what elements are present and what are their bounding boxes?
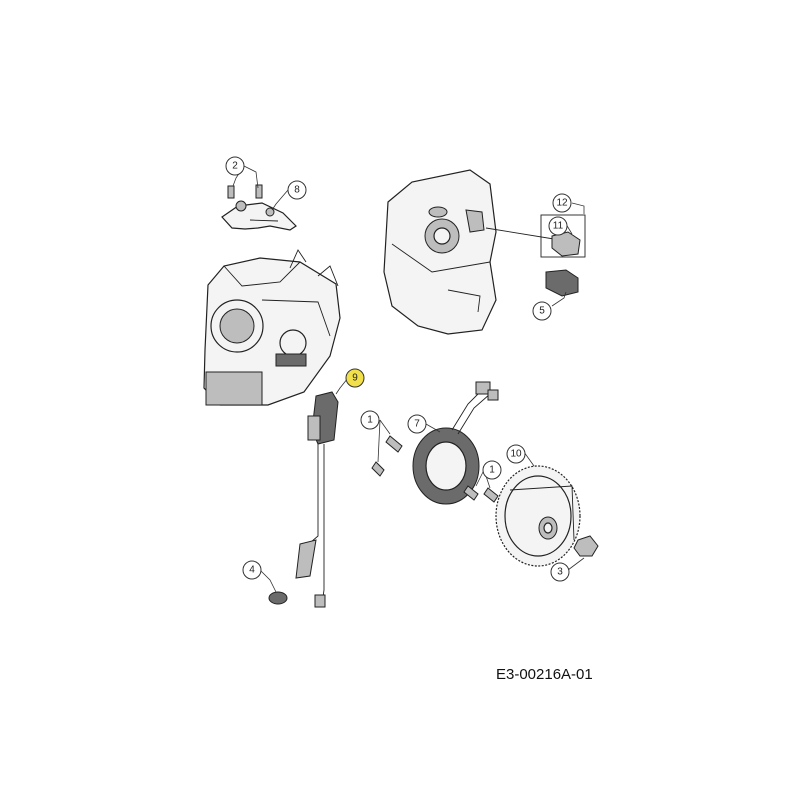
plug-cap [268, 591, 288, 605]
svg-text:10: 10 [510, 449, 522, 460]
callout-1-right: 1 [482, 460, 502, 480]
stator-bolts [371, 435, 499, 503]
svg-text:1: 1 [489, 465, 495, 476]
callout-11: 11 [548, 216, 568, 236]
svg-text:1: 1 [367, 415, 373, 426]
svg-text:8: 8 [294, 185, 300, 196]
ignition-coil [295, 391, 339, 608]
callout-7: 7 [407, 414, 427, 434]
fan-shroud [383, 169, 561, 335]
callout-2: 2 [225, 156, 245, 176]
callout-8: 8 [287, 180, 307, 200]
terminal-connector [545, 269, 579, 297]
callout-9: 9 [345, 368, 365, 388]
callout-4: 4 [242, 560, 262, 580]
svg-text:7: 7 [414, 419, 420, 430]
document-code: E3-00216A-01 [496, 666, 593, 683]
svg-text:4: 4 [249, 565, 255, 576]
leader-lines [232, 165, 585, 593]
engine-crankcase [203, 249, 341, 406]
svg-text:11: 11 [553, 221, 564, 232]
governor-bracket [221, 184, 297, 231]
callout-5: 5 [532, 301, 552, 321]
switch-connector [540, 214, 586, 258]
callout-1-left: 1 [360, 410, 380, 430]
flywheel-nut [573, 535, 599, 557]
stator [412, 381, 499, 505]
svg-text:5: 5 [539, 306, 545, 317]
callout-12: 12 [552, 193, 572, 213]
svg-text:3: 3 [557, 567, 563, 578]
svg-text:2: 2 [232, 161, 238, 172]
svg-text:9: 9 [352, 373, 358, 384]
callout-10: 10 [506, 444, 526, 464]
callout-3: 3 [550, 562, 570, 582]
flywheel [495, 465, 581, 567]
svg-text:12: 12 [556, 198, 568, 209]
